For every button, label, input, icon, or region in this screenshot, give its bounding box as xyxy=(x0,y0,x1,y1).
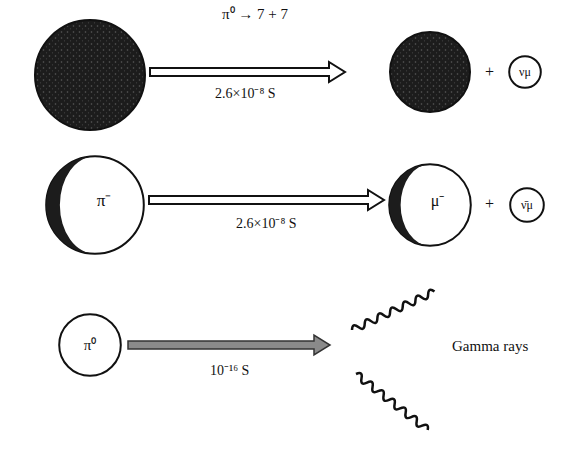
plus-sign: + xyxy=(485,63,494,81)
decay-arrow xyxy=(128,335,330,355)
circle-outline xyxy=(45,155,145,255)
particle-symbol: νμ xyxy=(519,66,531,78)
particle-symbol: π⁻ xyxy=(97,192,112,209)
annotation: 2.6×10⁻⁸ S xyxy=(215,86,276,101)
annotation: 10⁻¹⁶ S xyxy=(210,363,249,378)
gamma-ray xyxy=(351,288,436,333)
circle-outline xyxy=(388,163,472,247)
heading-equation: π⁰ → 7 + 7 xyxy=(222,6,288,23)
annotation: Gamma rays xyxy=(452,338,528,355)
particle-circle: ν̄μ xyxy=(509,187,545,223)
pion-plus-particle xyxy=(35,20,145,130)
particle-symbol: μ⁻ xyxy=(431,193,445,209)
particle-circle: π⁰ xyxy=(58,313,122,377)
particle-circle: νμ xyxy=(508,55,542,89)
decay-arrow xyxy=(150,62,345,82)
decay-arrow xyxy=(149,190,384,210)
particle-circle: μ⁻ xyxy=(388,163,472,247)
plus-sign: + xyxy=(485,195,494,213)
particle-circle: π⁻ xyxy=(45,155,145,255)
muon-plus-particle xyxy=(390,32,470,112)
particle-symbol: ν̄μ xyxy=(521,199,533,211)
particle-symbol: π⁰ xyxy=(84,338,97,353)
decay-time: 2.6×10⁻⁸ S xyxy=(236,216,297,231)
gamma-ray xyxy=(354,371,430,433)
